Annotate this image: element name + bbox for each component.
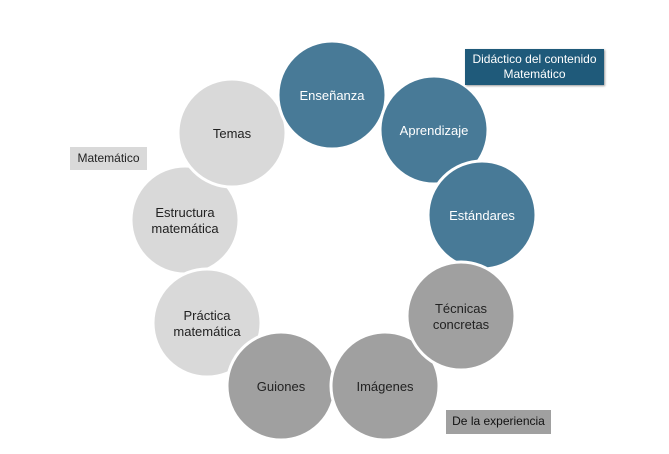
node-label-line: matemática bbox=[151, 221, 219, 236]
node-label: Temas bbox=[213, 126, 252, 141]
node-label-line: Guiones bbox=[257, 379, 306, 394]
node-circle bbox=[329, 330, 441, 442]
node-label: Guiones bbox=[257, 379, 306, 394]
node-label-line: Imágenes bbox=[356, 379, 414, 394]
label-experiencia: De la experiencia bbox=[446, 410, 551, 434]
node-label: Aprendizaje bbox=[400, 123, 469, 138]
node-label-line: matemática bbox=[173, 324, 241, 339]
label-matematico: Matemático bbox=[70, 147, 147, 170]
node-label-line: concretas bbox=[433, 317, 490, 332]
node-label-line: Técnicas bbox=[435, 301, 488, 316]
node-circle bbox=[276, 39, 388, 151]
node-temas: Temas bbox=[176, 77, 288, 189]
node-label-line: Aprendizaje bbox=[400, 123, 469, 138]
node-ensenanza: Enseñanza bbox=[276, 39, 388, 151]
node-circle bbox=[378, 74, 490, 186]
label-didactico-contenido: Didáctico del contenido Matemático bbox=[465, 49, 604, 85]
node-label-line: Práctica bbox=[184, 308, 232, 323]
node-label: Estándares bbox=[449, 208, 515, 223]
node-label-line: Temas bbox=[213, 126, 252, 141]
node-aprendizaje: Aprendizaje bbox=[378, 74, 490, 186]
node-circle bbox=[176, 77, 288, 189]
node-label-line: Enseñanza bbox=[299, 88, 365, 103]
node-circle bbox=[405, 260, 517, 372]
node-circle bbox=[151, 267, 263, 379]
node-imagenes: Imágenes bbox=[329, 330, 441, 442]
node-label: Imágenes bbox=[356, 379, 414, 394]
node-label-line: Estructura bbox=[155, 205, 215, 220]
node-estandares: Estándares bbox=[426, 159, 538, 271]
node-guiones: Guiones bbox=[225, 330, 337, 442]
node-label-line: Estándares bbox=[449, 208, 515, 223]
node-label: Enseñanza bbox=[299, 88, 365, 103]
